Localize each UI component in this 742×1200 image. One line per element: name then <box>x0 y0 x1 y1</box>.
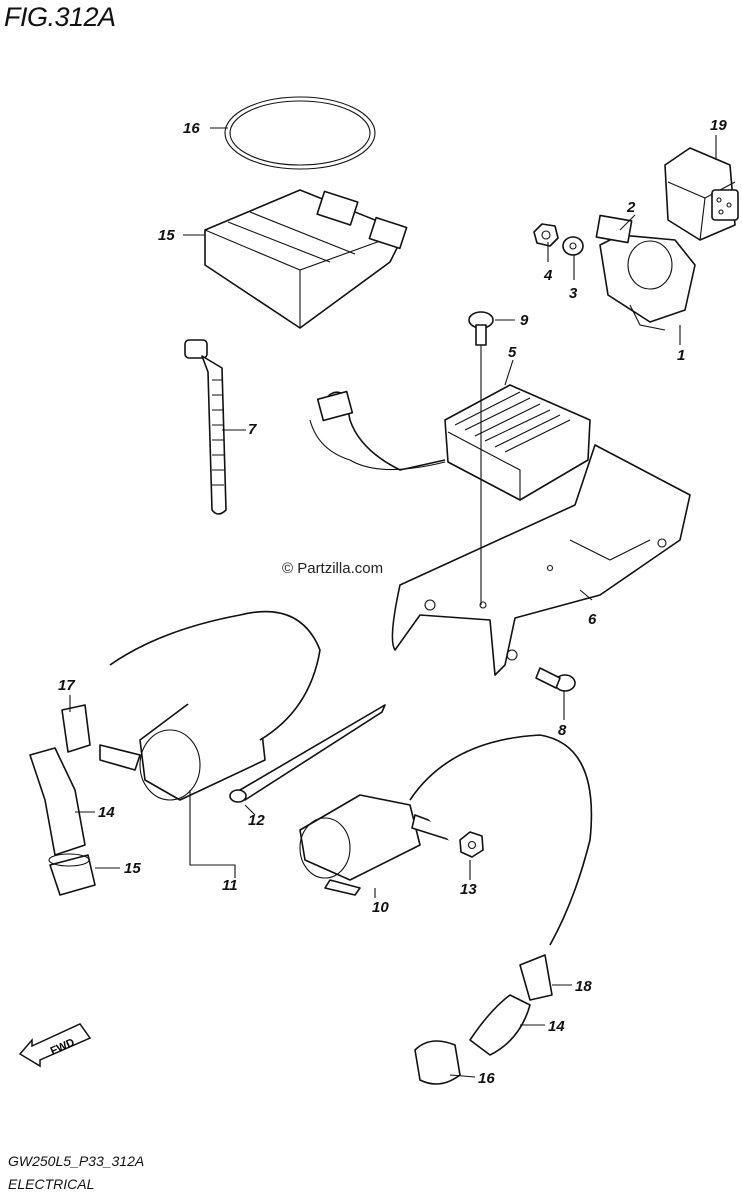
watermark: © Partzilla.com <box>282 560 384 577</box>
callout-6: 6 <box>588 611 597 628</box>
nut-13-part[interactable] <box>459 831 484 858</box>
callout-13: 13 <box>460 881 477 898</box>
callout-2: 2 <box>626 199 636 216</box>
callout-10: 10 <box>372 899 389 916</box>
callout-16-left: 17 <box>58 677 75 694</box>
callout-19: 19 <box>710 117 727 134</box>
ecm-unit-part[interactable] <box>204 189 408 329</box>
regulator-part[interactable] <box>309 384 591 501</box>
callout-18: 16 <box>183 120 200 137</box>
o-ring-part[interactable] <box>224 96 376 170</box>
callout-15-right: 16 <box>478 1070 495 1087</box>
callout-14-right: 14 <box>548 1018 565 1035</box>
callout-11: 11 <box>222 877 238 894</box>
section-name: ELECTRICAL <box>8 1176 95 1192</box>
cover-15-left-part[interactable] <box>48 853 96 896</box>
callout-8: 8 <box>558 722 567 739</box>
figure-title: FIG.312A <box>4 2 116 32</box>
nut-4-part[interactable] <box>533 223 559 247</box>
cap-seal-16-right-part[interactable] <box>519 954 553 1001</box>
bolt-8-part[interactable] <box>535 667 576 692</box>
callout-3: 3 <box>569 285 578 302</box>
plug-cap-14-left-part[interactable] <box>29 747 86 856</box>
ignition-coil-11-part[interactable] <box>99 610 321 801</box>
washer-3-part[interactable] <box>562 236 584 256</box>
bracket-part[interactable] <box>391 444 691 676</box>
bolt-9-part[interactable] <box>468 311 494 346</box>
cap-seal-16-left-part[interactable] <box>61 704 91 753</box>
callout-14-left: 14 <box>98 804 115 821</box>
callout-15-left: 15 <box>124 860 141 877</box>
starter-relay-part[interactable] <box>595 214 696 331</box>
callout-12: 12 <box>248 812 265 829</box>
connector-19-part[interactable] <box>664 147 739 241</box>
bolt-12-part[interactable] <box>229 704 386 803</box>
fwd-arrow-icon: FWD <box>18 1023 92 1068</box>
callout-9: 9 <box>520 312 529 329</box>
leader-lines <box>69 127 717 1078</box>
callout-16-right: 18 <box>575 978 592 995</box>
callout-4: 4 <box>543 267 553 284</box>
ignition-coil-10-part[interactable] <box>299 734 593 946</box>
cover-15-right-part[interactable] <box>414 1040 461 1085</box>
diagram-code: GW250L5_P33_312A <box>8 1153 145 1169</box>
callout-1: 1 <box>677 347 685 364</box>
callout-17: 15 <box>158 227 175 244</box>
plug-cap-14-right-part[interactable] <box>469 994 531 1056</box>
callout-5: 5 <box>508 344 517 361</box>
cable-tie-part[interactable] <box>184 339 227 515</box>
callout-7: 7 <box>248 421 257 438</box>
